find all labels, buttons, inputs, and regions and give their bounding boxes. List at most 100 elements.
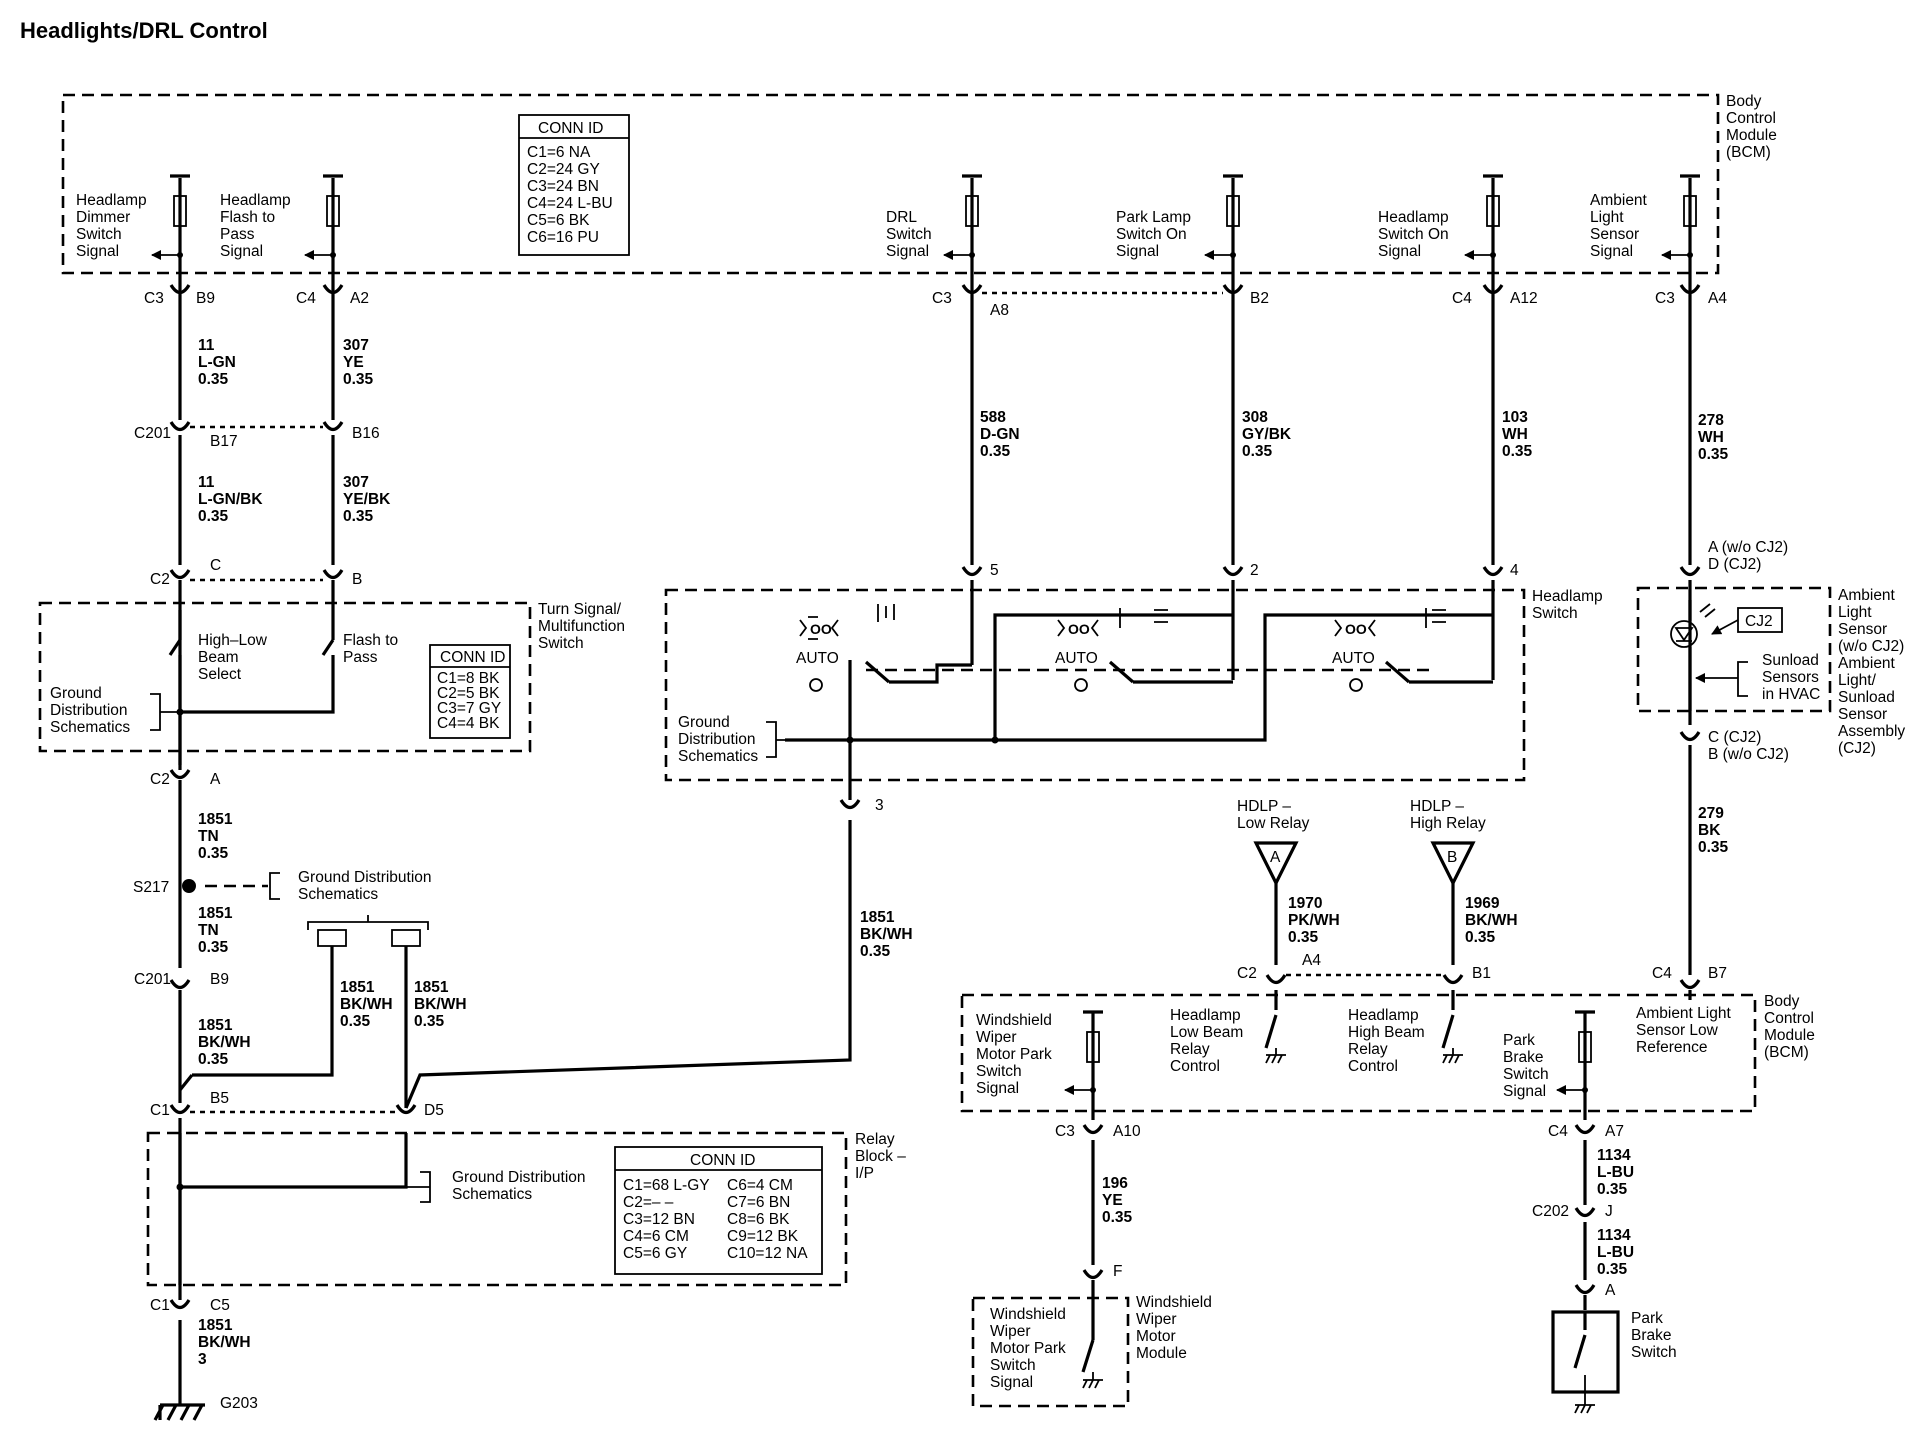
text-line: 1134 — [1597, 1147, 1631, 1164]
connector-cups — [169, 284, 1701, 1310]
hs-feed-wires — [970, 283, 1495, 680]
text-line: Ground Distribution — [298, 869, 432, 886]
g203-ground-icon — [153, 1403, 205, 1421]
text-line: 196 — [1102, 1175, 1128, 1192]
text-line: Signal — [886, 243, 929, 260]
text-line: Schematics — [50, 719, 130, 736]
bcm-pin-park — [1204, 174, 1243, 283]
text-line: Park — [1631, 1310, 1663, 1327]
text-line: 0.35 — [1102, 1209, 1133, 1226]
conn-a12-label: A12 — [1510, 290, 1538, 307]
text-line: Signal — [990, 1374, 1033, 1391]
text-line: Select — [198, 666, 242, 683]
text-line: BK/WH — [198, 1034, 251, 1051]
text-line: Control — [1764, 1010, 1814, 1027]
cj2-arrow — [1711, 619, 1739, 635]
page-title: Headlights/DRL Control — [20, 18, 268, 43]
ambient-sensor-diode-icon — [1670, 603, 1716, 648]
text-line: WH — [1698, 429, 1724, 446]
bcm-high-beam-switch — [1441, 990, 1463, 1064]
conn-a10-label: A10 — [1113, 1123, 1141, 1140]
conn-a7-label: A7 — [1605, 1123, 1624, 1140]
g203-label: G203 — [220, 1395, 258, 1412]
hs-bus-wire — [785, 613, 1493, 742]
svg-text:OO: OO — [1068, 621, 1090, 637]
auto-headlamp-icon-2: OO — [1057, 619, 1099, 637]
connector-cup — [1082, 1124, 1104, 1135]
text-line: Flash to — [343, 632, 398, 649]
conn-a4-label: A4 — [1708, 290, 1727, 307]
connector-cup — [169, 1104, 191, 1115]
text-line: Motor Park — [976, 1046, 1052, 1063]
text-line: (w/o CJ2) — [1838, 638, 1904, 655]
conn-c202-label: C202 — [1532, 1203, 1569, 1220]
svg-text:OO: OO — [810, 621, 832, 637]
text-line: High Beam — [1348, 1024, 1425, 1041]
turn-signal-switch-box — [38, 601, 532, 753]
conn-a8-label: A8 — [990, 302, 1009, 319]
connector-cup — [1265, 974, 1287, 985]
text-line: HDLP – — [1410, 798, 1464, 815]
connector-cup — [1482, 566, 1504, 577]
text-line: WH — [1502, 426, 1528, 443]
text-line: High Relay — [1410, 815, 1486, 832]
connector-cup — [169, 1299, 191, 1310]
text-line: 278 — [1698, 412, 1724, 429]
text-line: Module — [1764, 1027, 1815, 1044]
text-line: 1851 — [414, 979, 449, 996]
text-line: Signal — [1590, 243, 1633, 260]
wiper-module-box — [971, 1296, 1130, 1408]
text-line: 0.35 — [1242, 443, 1273, 460]
conn-d5-label: D5 — [424, 1102, 444, 1119]
bcm-wiper-pin — [1064, 1010, 1103, 1120]
bcm-low-beam-switch — [1264, 990, 1286, 1064]
text-line: Headlamp — [1170, 1007, 1241, 1024]
tss-ground-bracket — [150, 693, 180, 731]
hs-pin-5: 5 — [990, 562, 999, 579]
hs-position-3 — [1349, 660, 1493, 692]
s217-ground-bracket — [269, 872, 280, 900]
text-line: 0.35 — [343, 508, 374, 525]
text-line: Ground — [50, 685, 102, 702]
text-line: 0.35 — [340, 1013, 371, 1030]
text-line: Body — [1764, 993, 1800, 1010]
text-line: Sensor Low — [1636, 1022, 1719, 1039]
text-line: Switch — [1503, 1066, 1549, 1083]
text-line: Signal — [1378, 243, 1421, 260]
text-line: Headlamp — [76, 192, 147, 209]
tss-common-wire — [180, 655, 335, 714]
relay-conn-id-entry: C7=6 BN — [727, 1194, 790, 1211]
headlamp-icon-1 — [877, 604, 895, 622]
text-line: Sunload — [1838, 689, 1895, 706]
relay-ground-bracket-top — [307, 915, 429, 930]
relay-ground-wires — [192, 946, 408, 1108]
connector-cup — [322, 569, 344, 580]
c1-b5-bend — [178, 1074, 194, 1091]
text-line: Brake — [1503, 1049, 1544, 1066]
text-line: Block – — [855, 1148, 906, 1165]
text-line: 0.35 — [1465, 929, 1496, 946]
text-line: 11 — [198, 337, 215, 354]
text-line: 11 — [198, 474, 215, 491]
text-line: (BCM) — [1726, 144, 1771, 161]
text-line: Headlamp — [1532, 588, 1603, 605]
conn-c5-label: C5 — [210, 1297, 230, 1314]
hs-junction-1 — [846, 736, 854, 744]
relay-conn-id-entry: C1=68 L-GY — [623, 1177, 710, 1194]
conn-a-label: A — [210, 771, 221, 788]
